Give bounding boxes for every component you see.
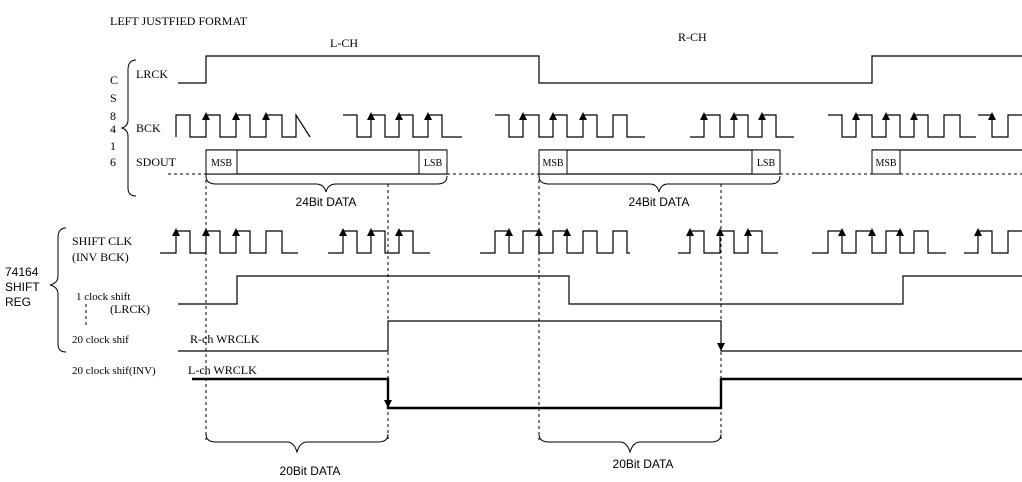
chip-brace bbox=[120, 59, 137, 197]
one-clock-shift-label: 1 clock shift bbox=[76, 291, 130, 303]
second-20bit-label: 20Bit DATA bbox=[613, 457, 674, 471]
lsb-label: LSB bbox=[757, 158, 776, 169]
sdout-label: SDOUT bbox=[136, 155, 177, 169]
shift-reg-label-line: SHIFT bbox=[5, 280, 40, 294]
msb-box: MSB bbox=[871, 149, 901, 175]
right-wrclk-waveform bbox=[178, 320, 1022, 352]
chip-label-char: 4 bbox=[110, 122, 116, 136]
twenty-clock-shift-label: 20 clock shif bbox=[72, 334, 129, 346]
msb-label: MSB bbox=[875, 158, 896, 169]
bck-waveform bbox=[175, 112, 1022, 138]
second-24bit-label: 24Bit DATA bbox=[629, 195, 690, 209]
second-20bit-brace bbox=[538, 433, 722, 454]
shift-reg-brace bbox=[49, 227, 67, 353]
shift-clk-sublabel: (INV BCK) bbox=[72, 250, 129, 264]
shift-reg-label-line: 74164 bbox=[5, 265, 39, 279]
msb-box: MSB bbox=[538, 149, 568, 175]
lsb-label: LSB bbox=[424, 158, 443, 169]
chip-label-char: C bbox=[110, 73, 118, 87]
chip-label: C S 8 4 1 6 bbox=[110, 73, 118, 169]
bck-rising-edge-markers bbox=[202, 112, 996, 120]
lrck-waveform bbox=[178, 55, 1022, 84]
twenty-clock-shift-inv-label: 20 clock shif(INV) bbox=[72, 365, 156, 377]
msb-box: MSB bbox=[205, 149, 238, 175]
left-wrclk-waveform bbox=[192, 377, 1022, 410]
shift-clk-waveform bbox=[160, 230, 1022, 254]
left-wrclk-label: L-ch WRCLK bbox=[188, 363, 257, 377]
left-channel-label: L-CH bbox=[330, 36, 358, 50]
chip-label-char: S bbox=[110, 91, 117, 105]
diagram-title: LEFT JUSTFIED FORMAT bbox=[110, 14, 248, 28]
one-clock-shift-sublabel: (LRCK) bbox=[110, 302, 150, 316]
shift-reg-label-line: REG bbox=[5, 295, 31, 309]
msb-label: MSB bbox=[542, 158, 563, 169]
lsb-box: LSB bbox=[418, 149, 448, 175]
one-clock-shift-waveform bbox=[178, 275, 1022, 305]
first-20bit-label: 20Bit DATA bbox=[280, 464, 341, 478]
first-24bit-label: 24Bit DATA bbox=[296, 195, 357, 209]
shift-reg-label: 74164 SHIFT REG bbox=[5, 265, 40, 309]
shift-clk-label: SHIFT CLK bbox=[72, 234, 132, 248]
second-24bit-brace bbox=[538, 175, 781, 193]
right-channel-label: R-CH bbox=[678, 30, 707, 44]
shift-clk-rising-edge-markers bbox=[172, 228, 982, 236]
right-wrclk-label: R-ch WRCLK bbox=[190, 332, 260, 346]
chip-label-char: 1 bbox=[110, 139, 116, 153]
first-24bit-brace bbox=[205, 175, 448, 193]
chip-label-char: 6 bbox=[110, 155, 116, 169]
left-wrclk-falling-edge-marker bbox=[384, 400, 392, 408]
timing-guides bbox=[205, 174, 722, 440]
bck-label: BCK bbox=[136, 121, 161, 135]
first-20bit-brace bbox=[205, 433, 389, 454]
msb-label: MSB bbox=[211, 158, 232, 169]
chip-label-char: 8 bbox=[110, 109, 116, 123]
lrck-label: LRCK bbox=[136, 67, 168, 81]
lsb-box: LSB bbox=[751, 149, 781, 175]
